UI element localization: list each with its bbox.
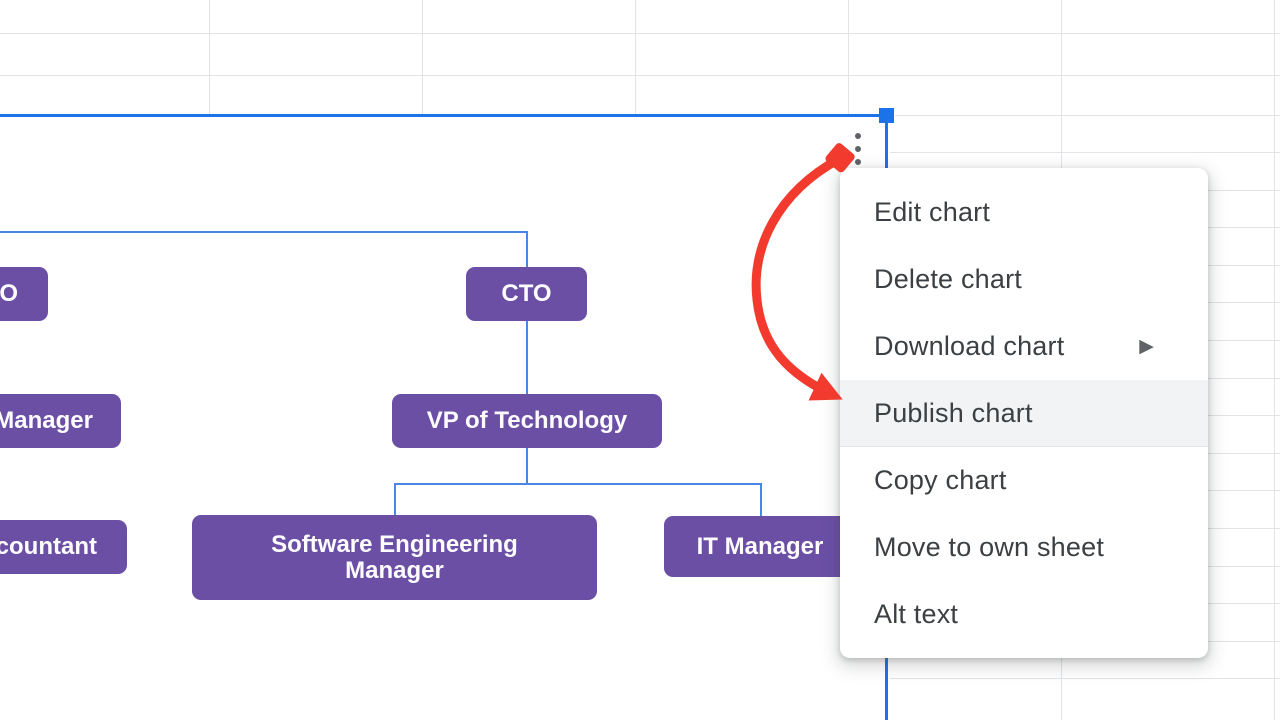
org-connector [526,321,528,394]
org-node-cto: CTO [466,267,587,321]
gridline [0,75,1280,76]
gridline [1274,0,1275,720]
org-node-clipped-bottom: countant [0,520,127,574]
menu-item-delete-chart[interactable]: Delete chart [840,246,1208,313]
org-node-clipped-middle: Manager [0,394,121,448]
menu-item-label: Copy chart [874,465,1007,495]
org-node-clipped-top: O [0,267,48,321]
menu-item-label: Edit chart [874,197,991,227]
menu-item-edit-chart[interactable]: Edit chart [840,179,1208,246]
org-connector [394,483,762,485]
org-connector [760,483,762,516]
menu-item-download-chart[interactable]: Download chart ▶ [840,313,1208,380]
org-node-it-manager: IT Manager [664,516,856,577]
submenu-arrow-icon: ▶ [1139,336,1154,357]
org-node-vp-technology: VP of Technology [392,394,662,448]
menu-item-label: Download chart [874,331,1065,361]
chart-selection-handle[interactable] [879,108,894,123]
menu-item-move-to-own-sheet[interactable]: Move to own sheet [840,514,1208,581]
org-node-label: Software Engineering Manager [271,530,518,584]
gridline [890,678,1280,679]
org-node-software-engineering-manager: Software Engineering Manager [192,515,597,600]
chart-options-kebab-icon[interactable] [852,130,864,168]
org-connector [526,231,528,267]
chart-context-menu: Edit chart Delete chart Download chart▶ … [840,168,1208,658]
org-connector [0,231,528,233]
menu-item-copy-chart[interactable]: Copy chart [840,447,1208,514]
gridline [895,115,1280,116]
gridline [890,152,1280,153]
menu-item-label: Publish chart [874,397,1033,428]
menu-item-label: Alt text [874,599,959,629]
menu-item-label: Move to own sheet [874,532,1105,562]
gridline [0,33,1280,34]
org-connector [526,448,528,485]
menu-item-publish-chart[interactable]: Publish chart [840,380,1208,447]
menu-item-alt-text[interactable]: Alt text [840,581,1208,648]
menu-item-label: Delete chart [874,264,1022,294]
org-connector [394,483,396,516]
